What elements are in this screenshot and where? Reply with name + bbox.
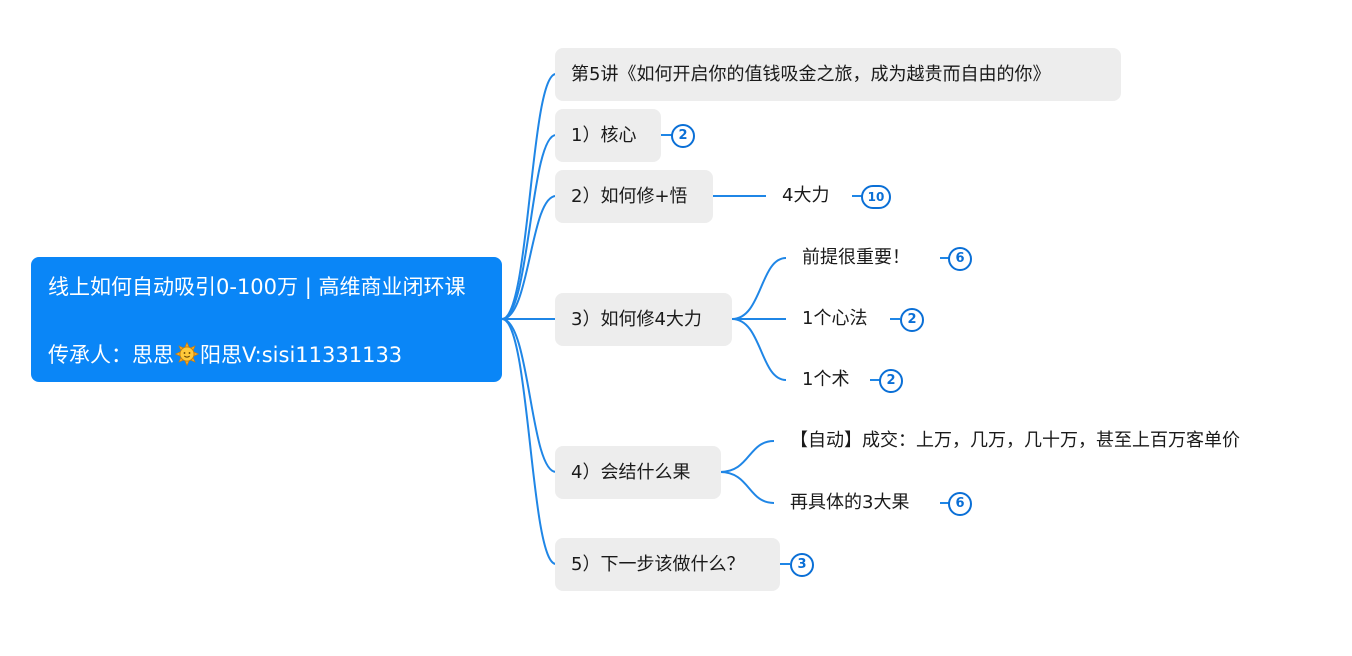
subtopic-three-results[interactable]: 再具体的3大果 (790, 492, 910, 513)
subtopic-technique[interactable]: 1个术 (802, 369, 850, 390)
connector-root-topic-2 (501, 195, 557, 320)
root-subtitle-prefix: 传承人：思思 (48, 343, 174, 367)
subtopic-mind-method-count-badge[interactable]: 2 (900, 308, 924, 332)
connector-t4-sub-0 (719, 440, 775, 473)
root-subtitle-suffix: 阳思V:sisi11331133 (200, 343, 403, 367)
root-subtitle: 传承人：思思 阳思V:sisi11331133 (48, 339, 402, 369)
connector-t3-sub-2 (731, 318, 787, 381)
connector-root-topic-1 (501, 134, 557, 320)
topic-next-step-count-badge[interactable]: 3 (790, 553, 814, 577)
subtopic-four-powers[interactable]: 4大力 (782, 185, 830, 206)
topic-how-cultivate[interactable]: 2）如何修+悟 (555, 170, 713, 223)
subtopic-mind-method[interactable]: 1个心法 (802, 308, 868, 329)
sun-emoji-icon (175, 342, 199, 366)
topic-cultivate-four-powers[interactable]: 3）如何修4大力 (555, 293, 732, 346)
subtopic-auto-deal[interactable]: 【自动】成交：上万，几万，几十万，甚至上百万客单价 (790, 430, 1240, 451)
topic-next-step[interactable]: 5）下一步该做什么？ (555, 538, 780, 591)
connector-root-topic-4 (501, 318, 557, 473)
topic-results[interactable]: 4）会结什么果 (555, 446, 721, 499)
connector-t4-sub-1 (719, 471, 775, 504)
subtopic-premise-count-badge[interactable]: 6 (948, 247, 972, 271)
subtopic-three-results-count-badge[interactable]: 6 (948, 492, 972, 516)
connector-root-topic-0 (501, 73, 557, 320)
subtopic-technique-count-badge[interactable]: 2 (879, 369, 903, 393)
topic-lecture-title[interactable]: 第5讲《如何开启你的值钱吸金之旅，成为越贵而自由的你》 (555, 48, 1121, 101)
root-topic[interactable]: 线上如何自动吸引0-100万 | 高维商业闭环课 传承人：思思 (31, 257, 502, 382)
subtopic-four-powers-count-badge[interactable]: 10 (861, 185, 891, 209)
topic-core-count-badge[interactable]: 2 (671, 124, 695, 148)
subtopic-premise[interactable]: 前提很重要！ (802, 247, 910, 268)
connector-t3-sub-0 (731, 257, 787, 320)
connector-root-topic-5 (501, 318, 557, 565)
topic-core[interactable]: 1）核心 (555, 109, 661, 162)
root-title: 线上如何自动吸引0-100万 | 高维商业闭环课 (48, 275, 466, 299)
